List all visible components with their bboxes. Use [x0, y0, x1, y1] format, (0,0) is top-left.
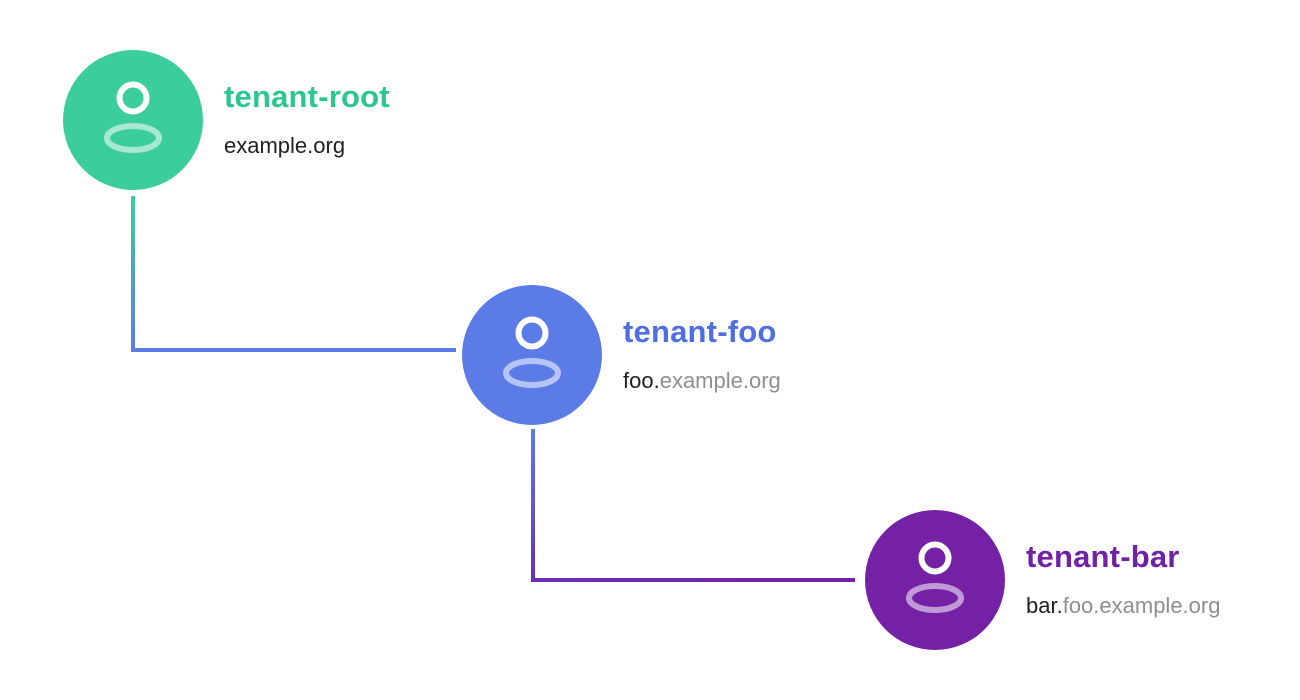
tenant-domain-own: bar. [1026, 593, 1063, 618]
tenant-domain-parent: example.org [659, 368, 781, 393]
tenant-domain-own: foo. [623, 368, 660, 393]
tenant-domain: foo.example.org [623, 367, 781, 395]
user-icon [503, 316, 561, 388]
tenant-avatar [865, 510, 1005, 650]
tenant-name: tenant-root [224, 79, 390, 114]
tenant-avatar [63, 50, 203, 190]
tenant-domain: example.org [224, 132, 345, 160]
user-icon [906, 541, 964, 613]
user-icon [104, 81, 162, 153]
tenant-node-root: tenant-root example.org [63, 50, 663, 210]
tenant-node-bar: tenant-bar bar.foo.example.org [865, 510, 1300, 670]
tenant-name: tenant-foo [623, 314, 777, 349]
tenant-domain: bar.foo.example.org [1026, 592, 1220, 620]
tenant-avatar [462, 285, 602, 425]
tenant-domain-parent: foo.example.org [1062, 593, 1221, 618]
tenant-name: tenant-bar [1026, 539, 1180, 574]
tenant-domain-own: example.org [224, 133, 346, 158]
tenant-node-foo: tenant-foo foo.example.org [462, 285, 1062, 445]
